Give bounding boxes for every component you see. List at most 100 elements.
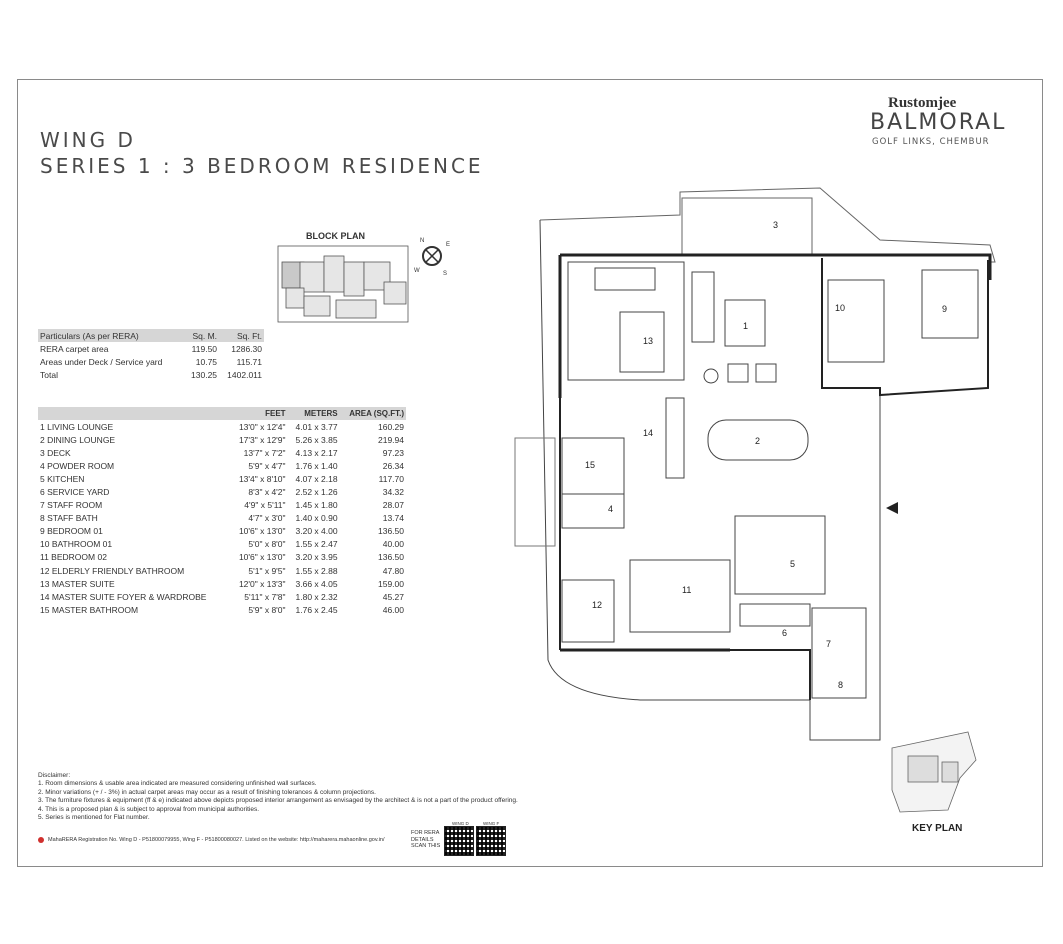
compass-s: S — [443, 271, 447, 277]
maharera-registration: MahaRERA Registration No. Wing D - P5180… — [38, 837, 385, 843]
room-cell: 13.74 — [382, 513, 404, 524]
room-cell: 3 DECK — [40, 447, 71, 458]
room-cell: 13'7" x 7'2" — [243, 447, 286, 458]
rera-header-sqm: Sq. M. — [192, 330, 218, 341]
disclaimer: Disclaimer: 1. Room dimensions & usable … — [38, 772, 518, 822]
table-row: 7 STAFF ROOM 4'9" x 5'11" 1.45 x 1.80 28.07 — [38, 499, 406, 512]
page-frame — [17, 79, 1043, 867]
table-row: 15 MASTER BATHROOM 5'9" x 8'0" 1.76 x 2.45… — [38, 603, 406, 616]
room-cell: 136.50 — [378, 526, 404, 537]
room-cell: 11 BEDROOM 02 — [40, 552, 107, 563]
disclaimer-line: 2. Minor variations (+ / - 3%) in actual… — [38, 788, 376, 796]
disclaimer-line: 4. This is a proposed plan & is subject … — [38, 805, 259, 813]
qr-text-line: DETAILS — [411, 836, 434, 843]
room-label-12: 12 — [592, 600, 602, 610]
room-cell: 1.55 x 2.88 — [295, 565, 338, 576]
room-dimensions-table: FEET METERS AREA (SQ.FT.) 1 LIVING LOUNG… — [38, 407, 406, 616]
rera-cell: 10.75 — [195, 356, 218, 367]
brand-balmoral: BALMORAL — [870, 110, 1007, 135]
room-cell: 160.29 — [378, 421, 404, 432]
room-cell: 5.26 x 3.85 — [295, 434, 338, 445]
room-cell: 10'6" x 13'0" — [238, 552, 286, 563]
qr-instructions: FOR RERA DETAILS SCAN THIS — [411, 830, 440, 850]
rera-cell: RERA carpet area — [40, 343, 109, 354]
room-cell: 26.34 — [382, 460, 404, 471]
room-cell: 4'7" x 3'0" — [248, 513, 286, 524]
room-label-1: 1 — [743, 321, 748, 331]
table-row: Total 130.25 1402.011 — [38, 368, 264, 381]
rooms-header-feet: FEET — [230, 407, 288, 420]
room-cell: 34.32 — [382, 487, 404, 498]
entrance-arrow-icon — [886, 502, 898, 514]
room-cell: 12'0" x 13'3" — [238, 578, 286, 589]
table-row: Areas under Deck / Service yard 10.75 11… — [38, 355, 264, 368]
maharera-text: MahaRERA Registration No. Wing D - P5180… — [48, 837, 385, 843]
compass-n: N — [420, 238, 424, 244]
room-cell: 1.45 x 1.80 — [295, 500, 338, 511]
rera-area-table: Particulars (As per RERA) Sq. M. Sq. Ft.… — [38, 329, 264, 381]
rera-cell: 119.50 — [191, 343, 218, 354]
series-title: SERIES 1 : 3 BEDROOM RESIDENCE — [40, 154, 484, 178]
qr-code-wing-d[interactable] — [444, 826, 474, 856]
room-cell: 5'1" x 9'5" — [248, 565, 286, 576]
room-cell: 1.76 x 1.40 — [295, 460, 338, 471]
room-label-8: 8 — [838, 680, 843, 690]
compass-icon: N E S W — [414, 238, 450, 277]
qr-label-wing-d: WING D — [452, 821, 469, 826]
room-cell: 13'4" x 8'10" — [238, 473, 286, 484]
rera-cell: 130.25 — [191, 369, 218, 380]
rera-cell: 115.71 — [236, 356, 262, 367]
room-cell: 7 STAFF ROOM — [40, 500, 103, 511]
room-cell: 97.23 — [382, 447, 404, 458]
room-cell: 2.52 x 1.26 — [295, 487, 338, 498]
room-cell: 8 STAFF BATH — [40, 513, 98, 524]
room-cell: 1.40 x 0.90 — [295, 513, 338, 524]
room-cell: 1.76 x 2.45 — [295, 604, 338, 615]
room-cell: 1.80 x 2.32 — [295, 591, 338, 602]
room-cell: 5'9" x 8'0" — [248, 604, 286, 615]
room-cell: 12 ELDERLY FRIENDLY BATHROOM — [40, 565, 185, 576]
room-label-9: 9 — [942, 304, 947, 314]
room-cell: 2 DINING LOUNGE — [40, 434, 116, 445]
qr-code-wing-f[interactable] — [476, 826, 506, 856]
compass-e: E — [446, 242, 450, 248]
room-cell: 17'3" x 12'9" — [238, 434, 286, 445]
room-cell: 1.55 x 2.47 — [295, 539, 338, 550]
table-row: RERA carpet area 119.50 1286.30 — [38, 342, 264, 355]
rera-header-sqft: Sq. Ft. — [236, 330, 262, 341]
room-cell: 5'9" x 4'7" — [248, 460, 286, 471]
room-cell: 15 MASTER BATHROOM — [40, 604, 139, 615]
qr-label-wing-f: WING F — [483, 821, 500, 826]
room-cell: 117.70 — [378, 473, 404, 484]
room-cell: 28.07 — [382, 500, 404, 511]
room-label-4: 4 — [608, 504, 613, 514]
room-cell: 3.20 x 3.95 — [295, 552, 338, 563]
rera-cell: 1402.011 — [227, 369, 262, 380]
room-label-2: 2 — [755, 436, 760, 446]
brand-location: GOLF LINKS, CHEMBUR — [872, 137, 990, 147]
disclaimer-line: 1. Room dimensions & usable area indicat… — [38, 780, 317, 788]
rooms-header-name — [38, 407, 231, 420]
room-cell: 4'9" x 5'11" — [244, 500, 286, 511]
table-row: 8 STAFF BATH 4'7" x 3'0" 1.40 x 0.90 13.74 — [38, 512, 406, 525]
table-row: 12 ELDERLY FRIENDLY BATHROOM 5'1" x 9'5" 1… — [38, 564, 406, 577]
room-cell: 159.00 — [378, 578, 404, 589]
rooms-header-meters: METERS — [287, 407, 340, 420]
room-cell: 1 LIVING LOUNGE — [40, 421, 114, 432]
rera-header-particulars: Particulars (As per RERA) — [40, 330, 139, 341]
disclaimer-line: 5. Series is mentioned for Flat number. — [38, 814, 150, 822]
compass-w: W — [414, 268, 420, 274]
room-cell: 47.80 — [382, 565, 404, 576]
room-label-5: 5 — [790, 559, 795, 569]
room-cell: 5'11" x 7'8" — [244, 591, 286, 602]
room-number-labels: 1 2 3 4 5 6 7 8 9 10 11 12 13 14 15 — [585, 220, 947, 690]
